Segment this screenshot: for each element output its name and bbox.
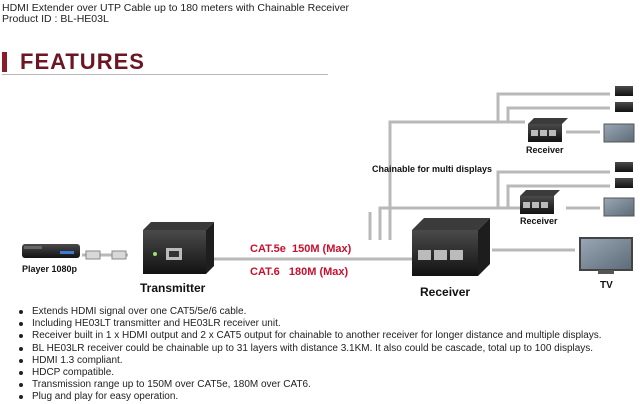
feature-item: HDMI 1.3 compliant.: [19, 354, 602, 367]
cat6-label: CAT.6 180M (Max): [250, 266, 349, 278]
feature-text: Including HE03LT transmitter and HE03LR …: [32, 318, 281, 330]
bullet-icon: [19, 358, 23, 363]
features-list: Extends HDMI signal over one CAT5/5e/6 c…: [0, 306, 602, 404]
feature-text: HDCP compatible.: [32, 367, 115, 379]
transmitter-label: Transmitter: [140, 281, 206, 295]
feature-text: Transmission range up to 150M over CAT5e…: [32, 379, 311, 391]
bullet-icon: [19, 322, 23, 327]
feature-item: Receiver built in 1 x HDMI output and 2 …: [19, 330, 602, 342]
heading-accent-bar: [2, 52, 7, 72]
feature-item: Extends HDMI signal over one CAT5/5e/6 c…: [19, 306, 602, 318]
feature-item: Transmission range up to 150M over CAT5e…: [19, 379, 602, 391]
feature-text: Receiver built in 1 x HDMI output and 2 …: [32, 330, 602, 342]
small-display-icons: [603, 123, 635, 217]
receiver-mid-label: Receiver: [520, 216, 558, 226]
feature-item: Plug and play for easy operation.: [19, 391, 602, 403]
features-heading: FEATURES: [2, 49, 328, 76]
feature-item: HDCP compatible.: [19, 367, 602, 379]
hdmi-plug-icon: [85, 250, 127, 260]
feature-item: BL HE03LR receiver could be chainable up…: [19, 342, 602, 355]
player-label: Player 1080p: [22, 264, 78, 274]
receiver-main-device: [412, 218, 490, 276]
bullet-icon: [19, 310, 23, 314]
features-title: FEATURES: [20, 49, 145, 74]
cat5e-label: CAT.5e 150M (Max): [250, 243, 352, 255]
bullet-icon: [19, 395, 23, 400]
bullet-icon: [19, 346, 23, 351]
tv-label: TV: [600, 280, 613, 291]
receiver-top-label: Receiver: [526, 145, 564, 155]
mini-receiver-icons: [615, 86, 633, 188]
product-id: Product ID : BL-HE03L: [2, 13, 109, 25]
feature-text: Plug and play for easy operation.: [32, 391, 179, 403]
receiver-mid-device: [520, 190, 560, 214]
feature-item: Including HE03LT transmitter and HE03LR …: [19, 318, 602, 330]
feature-text: HDMI 1.3 compliant.: [32, 354, 123, 366]
receiver-top-device: [528, 118, 568, 142]
heading-divider: [2, 74, 328, 75]
product-title: HDMI Extender over UTP Cable up to 180 m…: [2, 2, 350, 14]
tv-icon: [579, 237, 633, 274]
bullet-icon: [19, 383, 23, 388]
receiver-main-label: Receiver: [420, 285, 470, 299]
connection-diagram: Player 1080p Transmitter CAT.5e 150M (Ma…: [22, 86, 635, 299]
bullet-icon: [19, 334, 23, 339]
player-device: [22, 244, 80, 258]
bullet-icon: [19, 371, 23, 376]
chain-label: Chainable for multi displays: [372, 164, 492, 174]
feature-text: BL HE03LR receiver could be chainable up…: [32, 342, 594, 354]
transmitter-device: [143, 222, 214, 274]
feature-text: Extends HDMI signal over one CAT5/5e/6 c…: [32, 306, 247, 317]
